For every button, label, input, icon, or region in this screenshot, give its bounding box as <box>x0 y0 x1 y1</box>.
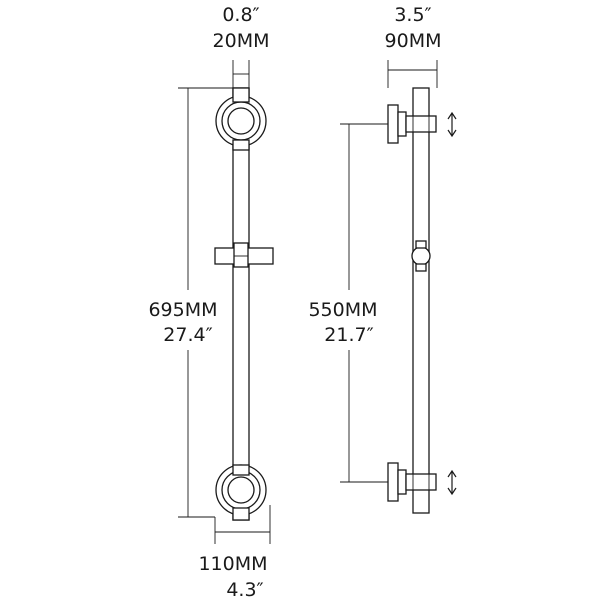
side-top-projection-dimension: 3.5″ 90MM <box>385 4 442 88</box>
front-width-inch-label: 0.8″ <box>222 4 259 26</box>
front-length-dimension-line: 695MM 27.4″ <box>148 87 238 518</box>
front-width-mm-label: 20MM <box>213 30 270 52</box>
side-bottom-bracket <box>387 462 437 502</box>
front-length-inch-label: 27.4″ <box>163 324 212 346</box>
front-top-width-dimension: 0.8″ 20MM <box>213 4 270 88</box>
front-depth-mm-label: 110MM <box>198 553 267 575</box>
side-spacing-mm-label: 550MM <box>308 299 377 321</box>
side-rail-bar <box>412 87 430 514</box>
bottom-adjust-arrow-icon <box>447 469 457 496</box>
front-rail-bar <box>232 87 250 521</box>
front-depth-inch-label: 4.3″ <box>226 579 263 600</box>
front-bottom-bracket <box>215 464 267 521</box>
front-top-bracket <box>215 87 267 151</box>
front-bottom-depth-dimension: 110MM 4.3″ <box>198 505 271 600</box>
side-projection-mm-label: 90MM <box>385 30 442 52</box>
front-view: 0.8″ 20MM 695MM 27.4″ <box>148 4 274 600</box>
side-slider-knob <box>411 240 431 272</box>
front-length-mm-label: 695MM <box>148 299 217 321</box>
side-top-bracket <box>387 104 437 144</box>
side-projection-inch-label: 3.5″ <box>394 4 431 26</box>
side-spacing-inch-label: 21.7″ <box>324 324 373 346</box>
side-spacing-dimension-line: 550MM 21.7″ <box>308 123 388 483</box>
top-adjust-arrow-icon <box>447 111 457 138</box>
front-slider <box>214 242 274 268</box>
side-view: 3.5″ 90MM 550MM 21.7″ <box>308 4 457 514</box>
